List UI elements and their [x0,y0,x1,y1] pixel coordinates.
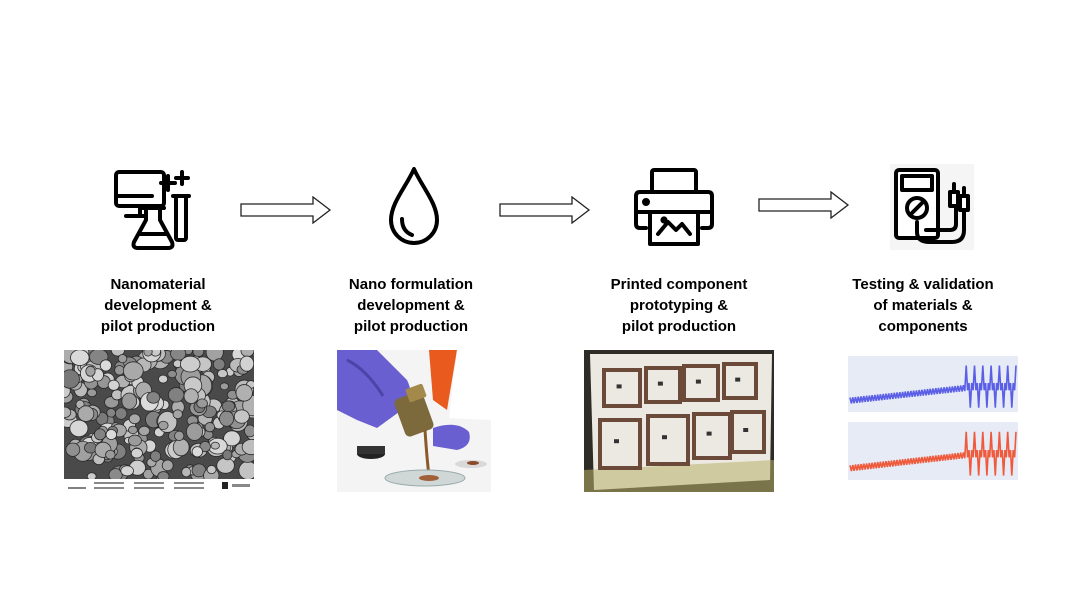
stage-title-printed-component: Printed component prototyping & pilot pr… [574,274,784,337]
sem-grain [223,450,232,460]
printed-component-chip [658,382,663,386]
sem-grain [192,447,202,457]
sem-grain [168,370,177,377]
flow-arrow-3 [758,191,850,219]
sem-grain [128,426,137,434]
sem-grain [244,425,254,437]
sem-grain [222,401,235,412]
sem-grain [234,410,249,423]
sem-grain [115,365,125,375]
sem-grain [106,429,117,439]
sem-grain [108,380,119,390]
flow-arrow-2 [499,196,591,224]
sem-grain [86,366,95,376]
sem-grain [106,450,116,459]
sem-grain [220,383,228,390]
sem-grain [217,369,227,377]
pouring-ink-photo [337,350,491,492]
sem-grain [184,389,198,404]
sem-grain [239,461,254,479]
sem-grain [211,442,219,449]
sem-grain [71,350,90,365]
drop-icon [386,165,442,249]
sem-grain [131,448,142,458]
sem-grain [87,389,96,397]
sem-grain [168,388,184,403]
sem-grain [122,393,137,409]
printed-component-chip [707,432,712,436]
stage-title-nanomaterial: Nanomaterial development & pilot product… [53,274,263,337]
sem-grain [66,443,80,456]
sem-grain [100,360,111,371]
sem-grain [84,442,96,453]
sem-grain [70,420,88,437]
sem-grain [121,466,134,476]
sem-grain [139,426,150,435]
sem-grain [197,399,208,408]
sem-grain [236,385,252,402]
printed-component-chip [696,380,701,384]
printer-icon [632,166,716,248]
sem-grain [159,421,169,429]
printed-components-photo [584,350,774,492]
sem-grain [180,356,200,372]
sem-grain [118,354,127,362]
sem-grain [220,411,234,426]
lab-computer-flask-icon [112,168,198,252]
sem-grain [128,435,141,446]
sem-grain [150,451,160,462]
multimeter-icon [890,164,974,250]
sem-info-bar [64,479,254,492]
sem-grain [186,423,202,440]
sem-grain [94,429,105,440]
sem-grain [158,375,167,383]
sem-grain [175,431,184,440]
sem-grain [217,458,235,473]
printed-component-chip [735,378,740,382]
sem-grain [182,467,191,477]
sem-grain [240,356,254,371]
sem-grain [123,362,143,380]
printed-component-chip [743,428,748,432]
sem-micrograph [64,350,254,492]
test-charts [836,350,1022,492]
sem-grain [64,370,79,388]
sem-grain [205,422,215,431]
sem-grain [107,408,116,417]
sem-grain [207,465,216,473]
sem-grain [162,460,173,471]
flow-arrow-1 [240,196,332,224]
sem-grain [173,410,182,419]
sem-grain [78,406,94,422]
printed-component-chip [617,384,622,388]
sem-grain [173,439,189,456]
sem-grain [129,414,140,424]
sem-grain [213,359,225,370]
sem-grain [144,350,152,356]
printed-component-chip [662,435,667,439]
stage-title-nano-formulation: Nano formulation development & pilot pro… [306,274,516,337]
sem-grain [147,392,160,403]
printed-component-chip [614,439,619,443]
sem-grain [115,408,127,420]
stage-title-testing: Testing & validation of materials & comp… [818,274,1028,337]
